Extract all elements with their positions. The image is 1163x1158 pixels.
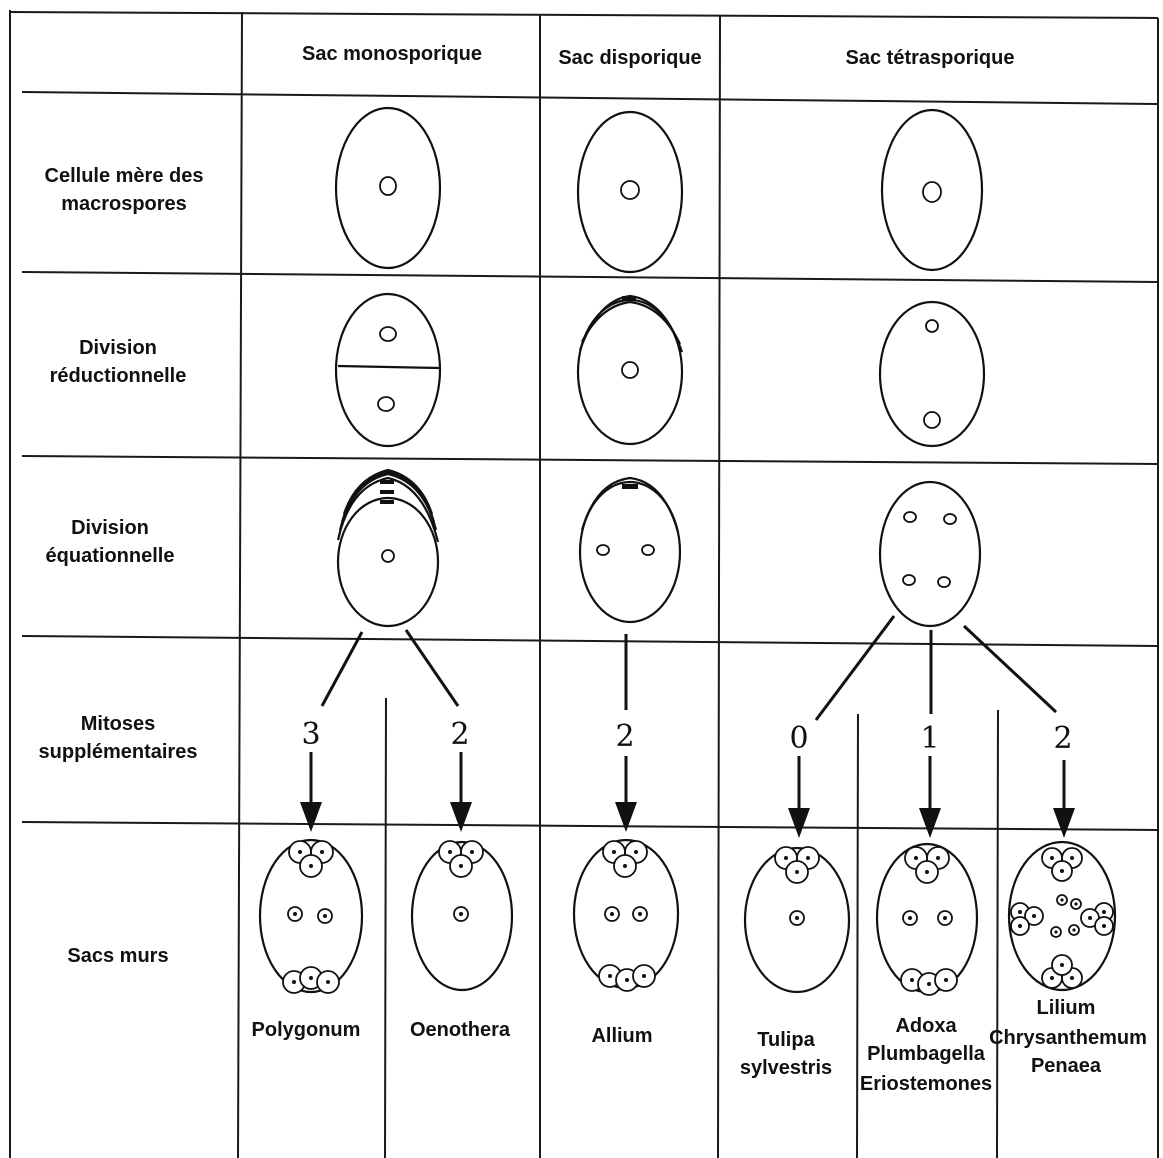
- species-adoxa-1: Adoxa: [895, 1015, 957, 1037]
- mitoses-count-polygonum: 3: [301, 717, 320, 752]
- mitoses-count-lilium: 2: [1053, 721, 1072, 756]
- row-label-mitoses-2: supplémentaires: [39, 741, 198, 763]
- species-tulipa-1: Tulipa: [757, 1029, 815, 1051]
- reduction-cell-disporique: [576, 294, 684, 446]
- equational-cell-disporique: [578, 476, 682, 624]
- reduction-cell-tetrasporique: [878, 300, 986, 448]
- polygonum-top-cells: [288, 840, 334, 878]
- mitoses-count-tulipa: 0: [789, 721, 808, 756]
- equational-cell-monosporique: [336, 468, 440, 628]
- row-label-division-reductionnelle-1: Division: [79, 337, 157, 359]
- mitoses-count-adoxa: 1: [920, 721, 939, 756]
- mature-sac-tulipa: [743, 846, 851, 994]
- mother-cell-monosporique: [334, 106, 442, 270]
- mitoses-count-allium: 2: [615, 719, 634, 754]
- mature-sac-oenothera: [410, 840, 514, 992]
- table-grid: [9, 10, 1159, 1158]
- row-label-mitoses-1: Mitoses: [81, 713, 155, 735]
- column-header-monosporique: Sac monosporique: [302, 43, 482, 65]
- mature-sac-adoxa: [875, 842, 979, 996]
- species-adoxa-2: Plumbagella: [867, 1043, 986, 1065]
- mature-sac-lilium: [1007, 840, 1117, 992]
- mitoses-count-oenothera: 2: [450, 717, 469, 752]
- equational-cell-tetrasporique: [878, 480, 982, 628]
- polygonum-bottom-cells: [282, 966, 340, 994]
- species-allium: Allium: [591, 1025, 652, 1047]
- species-lilium-2: Chrysanthemum: [989, 1027, 1147, 1049]
- row-label-cellule-mere-2: macrospores: [61, 193, 187, 215]
- arrows: [300, 752, 1075, 838]
- reduction-cell-monosporique: [334, 292, 442, 448]
- mature-sac-polygonum: [258, 838, 364, 994]
- species-lilium-3: Penaea: [1031, 1055, 1102, 1077]
- species-tulipa-2: sylvestris: [740, 1057, 832, 1079]
- row-label-cellule-mere-1: Cellule mère des: [45, 165, 204, 187]
- column-header-tetrasporique: Sac tétrasporique: [846, 47, 1015, 69]
- species-adoxa-3: Eriostemones: [860, 1073, 992, 1095]
- row-label-sacs-murs: Sacs murs: [67, 945, 168, 967]
- row-label-division-equationnelle-1: Division: [71, 517, 149, 539]
- mature-sac-allium: [572, 838, 680, 992]
- mother-cell-tetrasporique: [880, 108, 984, 272]
- branch-lines: [320, 615, 1058, 721]
- species-lilium-1: Lilium: [1037, 997, 1096, 1019]
- mother-cell-disporique: [576, 110, 684, 274]
- species-polygonum: Polygonum: [252, 1019, 361, 1041]
- row-label-division-reductionnelle-2: réductionnelle: [50, 365, 187, 387]
- column-header-disporique: Sac disporique: [558, 47, 701, 69]
- species-oenothera: Oenothera: [410, 1019, 511, 1041]
- row-label-division-equationnelle-2: équationnelle: [46, 545, 175, 567]
